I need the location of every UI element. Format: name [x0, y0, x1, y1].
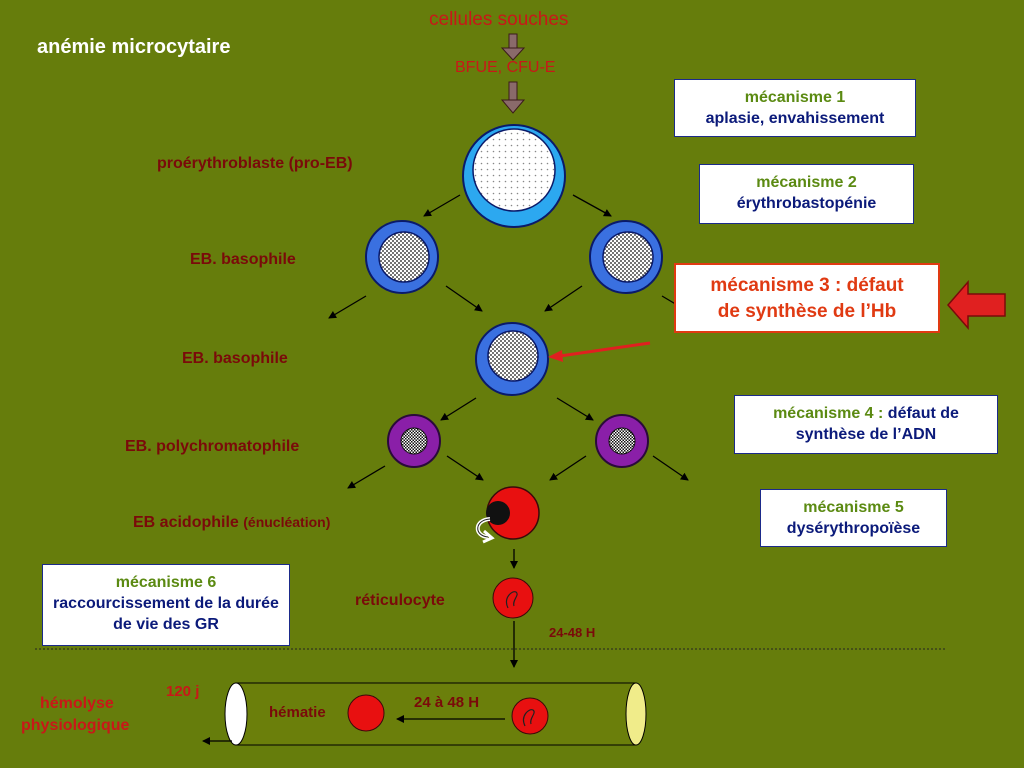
- mechanism-2-title: mécanisme 2: [756, 174, 857, 191]
- red-pointer-arrow: [548, 341, 651, 362]
- polychromatophile-cell-left: [387, 414, 441, 468]
- vessel-reticulocyte: [511, 697, 549, 735]
- mechanism-4-title: mécanisme 4 :: [773, 405, 884, 422]
- basophile-cell-center: [475, 322, 549, 396]
- polychromatophile-label: EB. polychromatophile: [125, 438, 300, 455]
- reticulocyte-cell: [492, 577, 534, 619]
- mechanism-6-title: mécanisme 6: [115, 574, 217, 591]
- mechanism-1-box: mécanisme 1 aplasie, envahissement: [674, 79, 916, 137]
- mechanism-2-text: érythrobastopénie: [736, 195, 877, 212]
- mechanism-2-box: mécanisme 2 érythrobastopénie: [699, 164, 914, 224]
- polychromatophile-cell-right: [595, 414, 649, 468]
- basophile-label-2: EB. basophile: [182, 350, 288, 367]
- maturation-time-label: 24-48 H: [549, 625, 596, 640]
- rbc-label: hématie: [269, 704, 326, 721]
- hemolysis-label-2: physiologique: [21, 717, 130, 734]
- mechanism-1-text: aplasie, envahissement: [705, 110, 885, 127]
- mechanism-4-text-inline: défaut de: [887, 405, 959, 422]
- mechanism-3-box: mécanisme 3 : défaut de synthèse de l’Hb: [674, 263, 940, 333]
- mechanism-3-text-inline: défaut: [846, 275, 904, 296]
- mechanism-3-line-1: mécanisme 3 : défaut: [676, 273, 938, 299]
- basophile-label-1: EB. basophile: [190, 251, 296, 268]
- vessel-arrows: [202, 715, 505, 745]
- lifespan-label: 120 j: [166, 683, 200, 700]
- progenitors-label: BFUE, CFU-E: [455, 59, 556, 76]
- pro-eb-label: proérythroblaste (pro-EB): [157, 155, 353, 172]
- pro-eb-cell: [462, 124, 566, 228]
- stem-cells-label: cellules souches: [429, 9, 569, 30]
- mechanism-4-line-1: mécanisme 4 : défaut de: [735, 403, 997, 424]
- mechanism-5-text: dysérythropoïèse: [786, 520, 921, 537]
- transit-time-label: 24 à 48 H: [414, 694, 480, 711]
- reticulocyte-label: réticulocyte: [355, 592, 445, 609]
- top-arrow-1: [500, 33, 526, 61]
- mechanism-6-text: raccourcissement de la durée de vie des …: [53, 595, 279, 633]
- vessel: [224, 682, 647, 746]
- hemolysis-label-1: hémolyse: [40, 695, 114, 712]
- mechanism-3-title: mécanisme 3 :: [710, 275, 842, 296]
- mechanism-3-text: de synthèse de l’Hb: [717, 301, 897, 322]
- acidophile-label: EB acidophile (énucléation): [133, 514, 330, 532]
- acidophile-note: (énucléation): [243, 514, 331, 530]
- acidophile-name: EB acidophile: [133, 514, 239, 531]
- mechanism-1-title: mécanisme 1: [744, 89, 846, 106]
- big-red-arrow-icon: [947, 279, 1006, 331]
- basophile-cell-right: [589, 220, 663, 294]
- mechanism-4-text: synthèse de l’ADN: [795, 426, 937, 443]
- acidophile-cell: [475, 486, 540, 544]
- mechanism-5-title: mécanisme 5: [803, 499, 904, 516]
- mechanism-4-box: mécanisme 4 : défaut de synthèse de l’AD…: [734, 395, 998, 454]
- mechanism-6-box: mécanisme 6 raccourcissement de la durée…: [42, 564, 290, 646]
- basophile-cell-left: [365, 220, 439, 294]
- page-title: anémie microcytaire: [37, 36, 231, 58]
- top-arrow-2: [500, 81, 526, 114]
- mechanism-5-box: mécanisme 5 dysérythropoïèse: [760, 489, 947, 547]
- vessel-rbc: [347, 694, 385, 732]
